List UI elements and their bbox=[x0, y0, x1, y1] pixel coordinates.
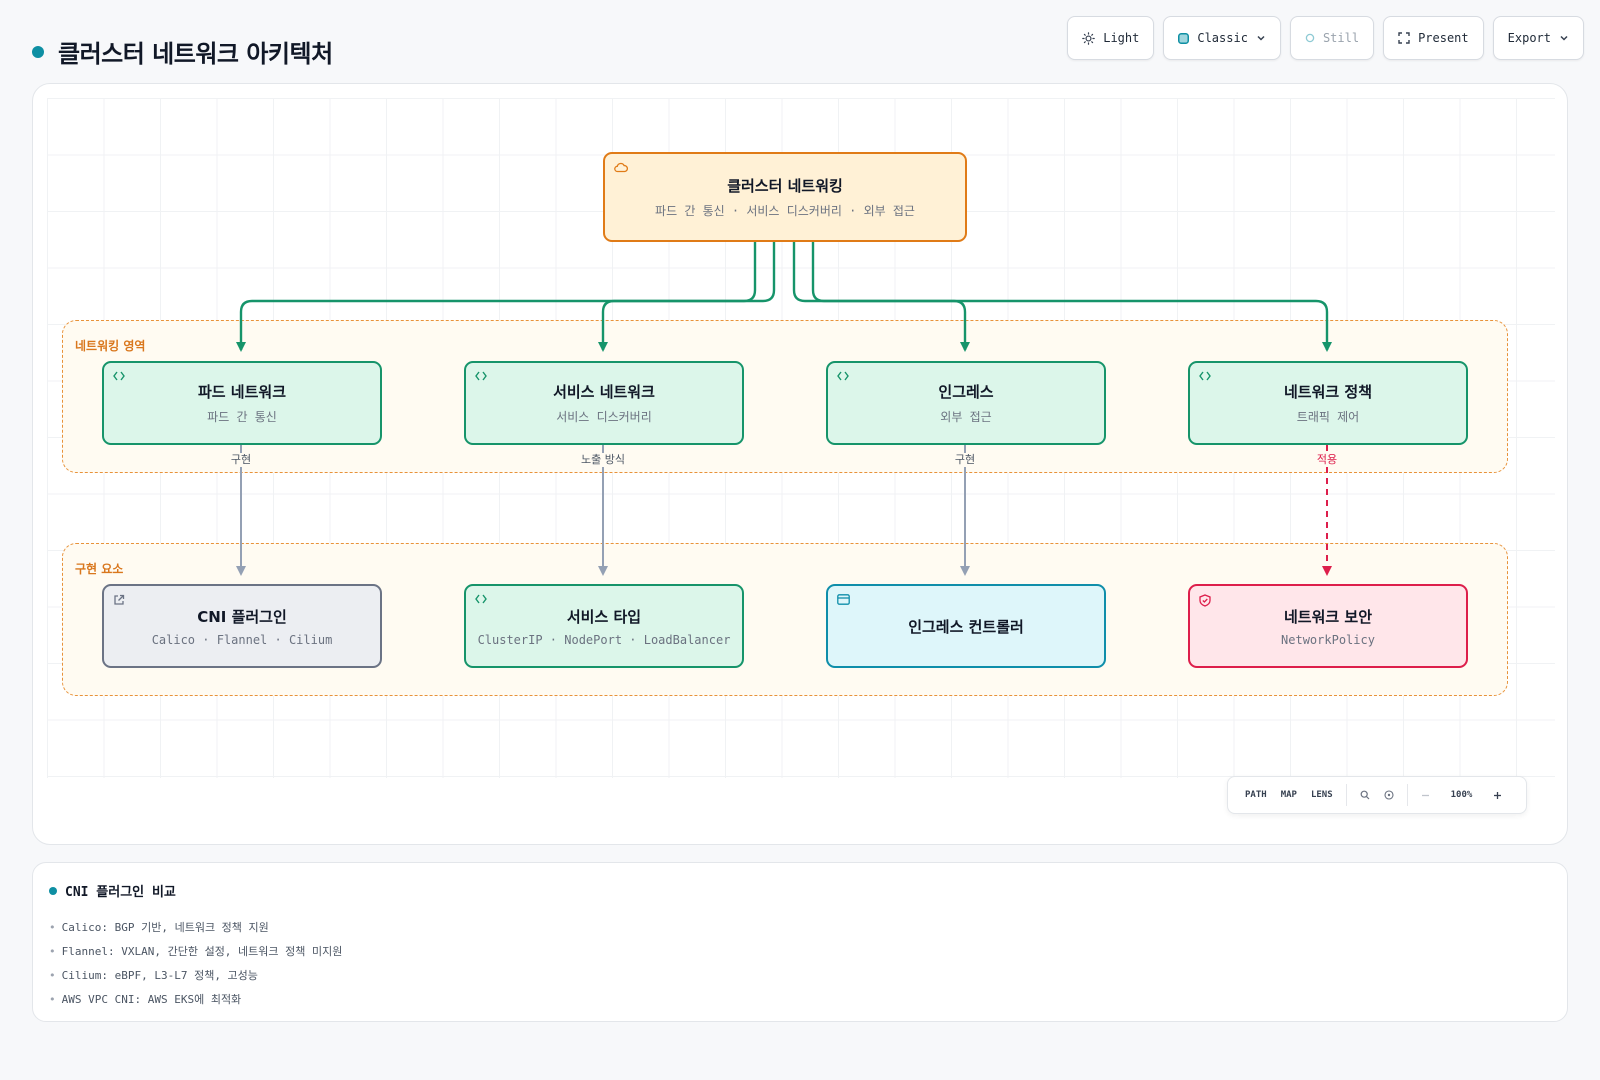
bullet: • bbox=[49, 969, 56, 982]
zoom-out-button[interactable] bbox=[1414, 791, 1437, 800]
present-label: Present bbox=[1418, 31, 1469, 45]
bullet: • bbox=[49, 945, 56, 958]
export-dropdown[interactable]: Export bbox=[1492, 16, 1584, 60]
sun-icon bbox=[1082, 31, 1096, 45]
node-network-policy[interactable]: 네트워크 정책 트래픽 제어 bbox=[1188, 361, 1468, 445]
group-label: 구현 요소 bbox=[71, 558, 128, 579]
lens-button[interactable]: LENS bbox=[1310, 790, 1333, 800]
zoom-in-button[interactable] bbox=[1486, 791, 1509, 800]
toolbar: Light Classic Still Present Export bbox=[1067, 16, 1584, 60]
bullet: • bbox=[49, 921, 56, 934]
list-item-text: Flannel: VXLAN, 간단한 설정, 네트워크 정책 미지원 bbox=[61, 945, 343, 958]
help-icon bbox=[1384, 790, 1394, 800]
title-dot bbox=[32, 45, 44, 58]
node-cni-plugin[interactable]: CNI 플러그인 Calico · Flannel · Cilium bbox=[102, 584, 382, 668]
notes-title: CNI 플러그인 비교 bbox=[65, 885, 176, 900]
code-icon bbox=[837, 371, 849, 381]
path-button[interactable]: PATH bbox=[1245, 790, 1267, 800]
present-button[interactable]: Present bbox=[1383, 16, 1484, 60]
list-item: • Cilium: eBPF, L3-L7 정책, 고성능 bbox=[49, 964, 1551, 988]
node-subtitle: NetworkPolicy bbox=[1281, 632, 1375, 647]
map-button[interactable]: MAP bbox=[1280, 790, 1297, 800]
node-service-network[interactable]: 서비스 네트워크 서비스 디스커버리 bbox=[464, 361, 744, 445]
search-icon bbox=[1360, 790, 1370, 800]
node-subtitle: 외부 접근 bbox=[940, 410, 992, 424]
node-cluster-networking[interactable]: 클러스터 네트워킹 파드 간 통신 · 서비스 디스커버리 · 외부 접근 bbox=[603, 152, 967, 242]
edge-label: 노출 방식 bbox=[577, 453, 629, 467]
theme-button[interactable]: Light bbox=[1067, 16, 1155, 60]
browser-window-icon bbox=[837, 594, 850, 605]
plus-icon bbox=[1494, 791, 1502, 799]
node-ingress-controller[interactable]: 인그레스 컨트롤러 bbox=[826, 584, 1106, 668]
style-swatch-icon bbox=[1178, 32, 1190, 44]
shield-icon bbox=[1199, 594, 1211, 607]
external-link-icon bbox=[114, 594, 125, 605]
zoom-level: 100% bbox=[1450, 790, 1473, 800]
node-title: CNI 플러그인 bbox=[197, 607, 287, 626]
motion-label: Still bbox=[1322, 31, 1360, 45]
motion-button[interactable]: Still bbox=[1289, 16, 1375, 60]
divider bbox=[1406, 784, 1408, 806]
export-label: Export bbox=[1507, 31, 1551, 45]
diagram-canvas[interactable]: 네트워킹 영역 구현 요소 구현 노출 방식 구현 적용 클러스터 네트워킹 파 bbox=[32, 83, 1568, 845]
search-button[interactable] bbox=[1353, 790, 1377, 800]
zoom-toolbar: PATH MAP LENS 100% bbox=[1227, 776, 1527, 814]
fullscreen-icon bbox=[1398, 32, 1410, 44]
notes-dot bbox=[49, 886, 57, 895]
connector-lines bbox=[236, 241, 1332, 576]
node-subtitle: 서비스 디스커버리 bbox=[556, 410, 652, 424]
node-service-types[interactable]: 서비스 타입 ClusterIP · NodePort · LoadBalanc… bbox=[464, 584, 744, 668]
chevron-down-icon bbox=[1257, 35, 1265, 41]
node-ingress[interactable]: 인그레스 외부 접근 bbox=[826, 361, 1106, 445]
list-item-text: Cilium: eBPF, L3-L7 정책, 고성능 bbox=[61, 969, 258, 982]
edge-root-to-policy bbox=[811, 241, 1332, 352]
page-title: 클러스터 네트워크 아키텍처 bbox=[32, 34, 333, 69]
node-subtitle: 파드 간 통신 bbox=[207, 410, 277, 424]
edge-root-to-pod bbox=[236, 241, 757, 352]
cloud-icon bbox=[614, 162, 628, 173]
edge-root-to-service bbox=[598, 241, 776, 352]
list-item: • Calico: BGP 기반, 네트워크 정책 지원 bbox=[49, 916, 1551, 940]
edge-label: 구현 bbox=[950, 453, 980, 467]
node-title: 네트워크 보안 bbox=[1283, 607, 1373, 626]
chevron-down-icon bbox=[1560, 35, 1568, 41]
style-label: Classic bbox=[1197, 31, 1248, 45]
node-network-security[interactable]: 네트워크 보안 NetworkPolicy bbox=[1188, 584, 1468, 668]
notes-header: CNI 플러그인 비교 bbox=[49, 881, 1551, 900]
node-subtitle: Calico · Flannel · Cilium bbox=[151, 632, 333, 647]
node-title: 클러스터 네트워킹 bbox=[727, 177, 843, 195]
divider bbox=[1345, 784, 1347, 806]
node-pod-network[interactable]: 파드 네트워크 파드 간 통신 bbox=[102, 361, 382, 445]
style-dropdown[interactable]: Classic bbox=[1163, 16, 1281, 60]
list-item-text: AWS VPC CNI: AWS EKS에 최적화 bbox=[61, 993, 242, 1006]
node-subtitle: 파드 간 통신 · 서비스 디스커버리 · 외부 접근 bbox=[655, 204, 915, 218]
node-title: 인그레스 bbox=[938, 383, 994, 401]
code-icon bbox=[1199, 371, 1211, 381]
circle-icon bbox=[1305, 33, 1315, 43]
minus-icon bbox=[1421, 794, 1429, 796]
code-icon bbox=[113, 371, 125, 381]
bullet: • bbox=[49, 993, 56, 1006]
edge-label: 구현 bbox=[226, 453, 256, 467]
list-item: • Flannel: VXLAN, 간단한 설정, 네트워크 정책 미지원 bbox=[49, 940, 1551, 964]
node-subtitle: 트래픽 제어 bbox=[1296, 410, 1360, 424]
page-title-text: 클러스터 네트워크 아키텍처 bbox=[58, 40, 333, 68]
edge-label: 적용 bbox=[1312, 453, 1342, 467]
help-button[interactable] bbox=[1377, 790, 1401, 800]
node-subtitle: ClusterIP · NodePort · LoadBalancer bbox=[477, 632, 731, 647]
node-title: 파드 네트워크 bbox=[197, 383, 287, 401]
theme-label: Light bbox=[1103, 31, 1140, 45]
code-icon bbox=[475, 371, 487, 381]
edge-root-to-ingress bbox=[792, 241, 970, 352]
node-title: 네트워크 정책 bbox=[1283, 383, 1373, 401]
node-title: 인그레스 컨트롤러 bbox=[908, 617, 1024, 636]
notes-list: • Calico: BGP 기반, 네트워크 정책 지원 • Flannel: VX… bbox=[49, 916, 1551, 1012]
list-item-text: Calico: BGP 기반, 네트워크 정책 지원 bbox=[61, 921, 269, 934]
group-label: 네트워킹 영역 bbox=[71, 335, 150, 356]
node-title: 서비스 네트워크 bbox=[553, 383, 655, 401]
list-item: • AWS VPC CNI: AWS EKS에 최적화 bbox=[49, 988, 1551, 1012]
code-icon bbox=[475, 594, 487, 604]
node-title: 서비스 타입 bbox=[566, 607, 642, 626]
notes-panel: CNI 플러그인 비교 • Calico: BGP 기반, 네트워크 정책 지원 … bbox=[32, 862, 1568, 1022]
